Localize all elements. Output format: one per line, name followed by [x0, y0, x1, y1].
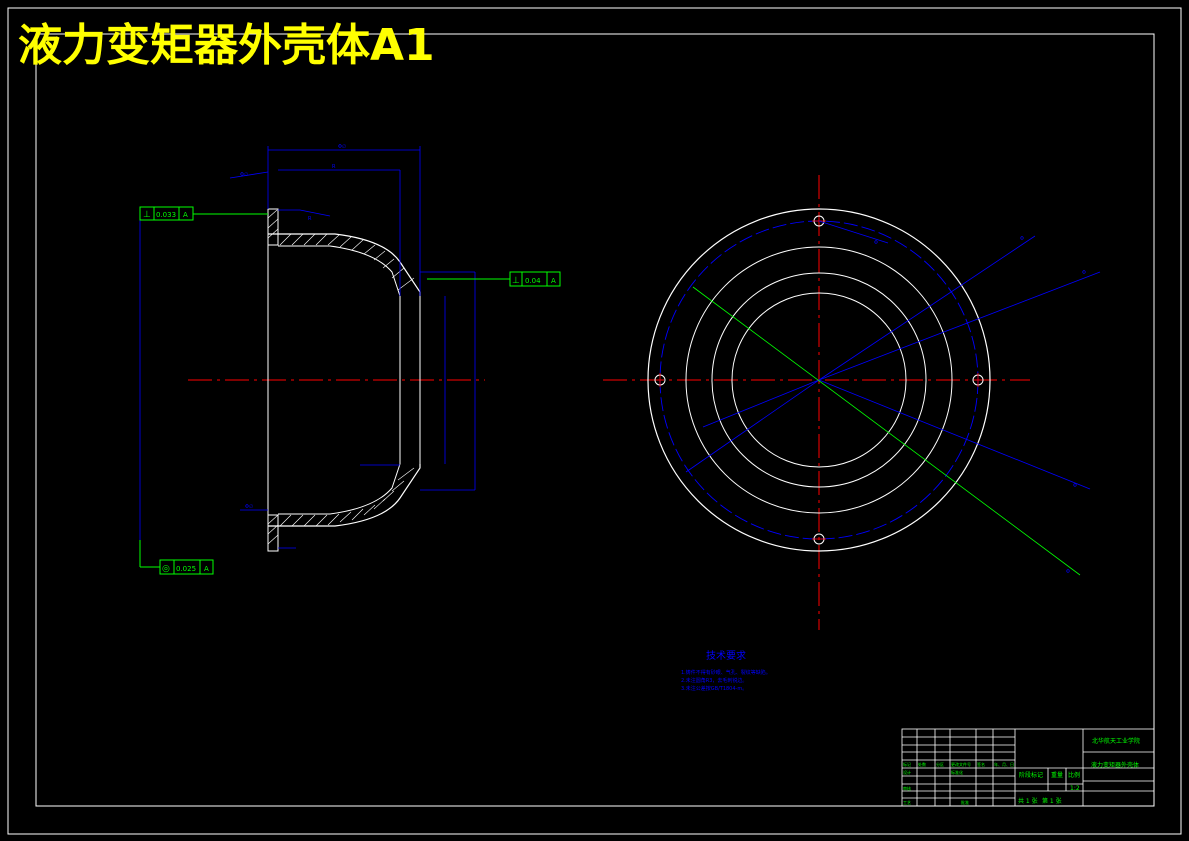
title-block: [901, 728, 1155, 807]
perp-right-symbol: ⊥: [512, 276, 520, 286]
svg-text:Φ: Φ: [874, 240, 878, 246]
circle-4: [731, 292, 907, 468]
design-label-2: 审核: [903, 785, 911, 791]
row-label-4: 更改文件号: [951, 761, 971, 767]
svg-text:R: R: [308, 216, 312, 222]
row-label-5: 签名: [977, 761, 985, 767]
sheet-count: 共 1 张: [1018, 797, 1038, 805]
tech-item-3: 3.未注公差按GB/T1804-m。: [681, 685, 747, 692]
shell-outer-bottom: [268, 464, 421, 527]
sheet-index: 第 1 张: [1042, 797, 1062, 805]
svg-text:Φ∅: Φ∅: [338, 144, 346, 150]
scale-value: 1:2: [1070, 785, 1080, 792]
section-dimensions: [139, 146, 476, 549]
tech-requirements: 技术要求 1.铸件不得有砂眼、气孔、裂纹等缺陷。 2.未注圆角R3，去毛刺锐边。…: [681, 649, 771, 692]
stage-header-1: 阶段标记: [1019, 771, 1043, 779]
shell-inner-bottom: [278, 463, 401, 515]
perp-top-datum: A: [183, 211, 188, 219]
inner-frame: [35, 33, 1155, 807]
perp-right-value: 0.04: [525, 277, 541, 285]
design-label-1: 设计: [903, 769, 911, 775]
circle-2: [685, 246, 953, 514]
stage-header-3: 比例: [1068, 771, 1080, 779]
section-view: Φ∅ R Φ∅ R Φ∅: [139, 144, 510, 568]
stage-header-2: 重量: [1051, 771, 1063, 779]
hatching: [267, 209, 415, 545]
drawing-title: 液力变矩器外壳体A1: [18, 20, 435, 71]
svg-text:Φ: Φ: [1073, 483, 1077, 489]
front-green-leader: [692, 286, 1081, 576]
perp-right-datum: A: [551, 277, 556, 285]
tolerance-perp-top: ⊥ 0.033 A: [139, 206, 194, 221]
tech-heading: 技术要求: [706, 649, 746, 662]
svg-text:Φ∅: Φ∅: [240, 172, 248, 178]
front-dim-leaders: [685, 220, 1101, 490]
perp-top-symbol: ⊥: [143, 210, 151, 220]
section-dim-text: Φ∅ R Φ∅ R Φ∅: [240, 144, 346, 510]
tolerance-perp-right: ⊥ 0.04 A: [509, 271, 561, 287]
design-label-3: 工艺: [903, 800, 911, 805]
perp-top-value: 0.033: [156, 211, 176, 219]
conc-symbol: ◎: [162, 564, 170, 574]
row-label-1: 标记: [903, 761, 911, 767]
row-label-6: 年、月、日: [994, 761, 1014, 767]
tolerance-concentricity: ◎ 0.025 A: [159, 559, 214, 575]
outer-frame: [7, 7, 1182, 835]
design-label-4: 标准化: [951, 769, 963, 775]
row-label-2: 处数: [918, 761, 926, 767]
part-name: 液力变矩器外壳体: [1091, 761, 1139, 769]
svg-text:Φ: Φ: [1082, 270, 1086, 276]
conc-value: 0.025: [176, 565, 196, 573]
svg-text:Φ∅: Φ∅: [245, 504, 253, 510]
title-block-text: 北华航天工业学院 液力变矩器外壳体 1:2 共 1 张 第 1 张 阶段标记 重…: [903, 737, 1140, 805]
svg-text:R: R: [332, 164, 336, 170]
flange-bottom: [267, 514, 279, 552]
tech-item-1: 1.铸件不得有砂眼、气孔、裂纹等缺陷。: [681, 669, 771, 676]
outer-circle: [647, 208, 991, 552]
circle-3: [711, 272, 927, 488]
tech-item-2: 2.未注圆角R3，去毛刺锐边。: [681, 677, 747, 684]
svg-text:Φ: Φ: [1066, 569, 1070, 575]
design-label-5: 批准: [961, 799, 969, 805]
front-view: Φ Φ Φ Φ Φ: [603, 175, 1101, 630]
flange-top: [267, 208, 279, 246]
row-label-3: 分区: [936, 761, 944, 767]
svg-text:Φ: Φ: [1020, 236, 1024, 242]
school-name: 北华航天工业学院: [1092, 737, 1140, 745]
conc-datum: A: [204, 565, 209, 573]
shell-inner-top: [278, 245, 401, 297]
